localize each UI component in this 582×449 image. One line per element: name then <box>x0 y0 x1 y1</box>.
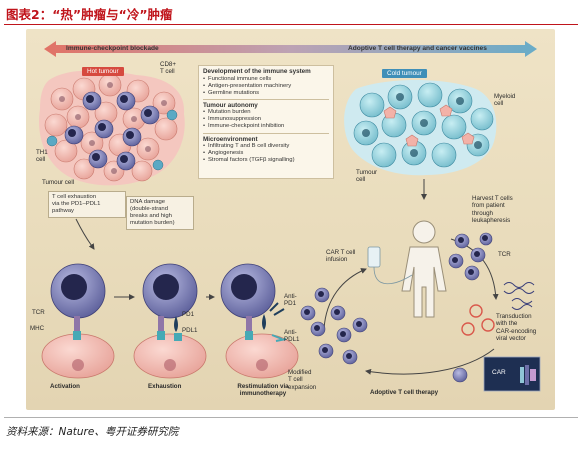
factor-heading: Tumour autonomy <box>203 101 258 109</box>
cd8-t-cell-label: CD8+ T cell <box>160 61 176 76</box>
cold-tumour-cell-label: Tumour cell <box>356 169 378 184</box>
tumour-factors-box: Development of the immune system Functio… <box>198 65 334 179</box>
factor-heading: Development of the immune system <box>203 68 311 75</box>
viral-vector-dna <box>503 282 535 310</box>
dna-damage-callout: DNA damage (double-strand breaks and hig… <box>126 196 194 230</box>
anti-pd1-label: Anti- PD1 <box>284 293 297 308</box>
title-divider <box>4 24 578 25</box>
factor-item: Antigen-presentation machinery <box>203 83 329 90</box>
factor-section: Tumour autonomy Mutation burden Immunosu… <box>203 102 329 134</box>
transduction-label: Transduction with the CAR-encoding viral… <box>496 313 537 342</box>
source-note: 资料来源：Nature、粤开证券研究院 <box>6 426 179 438</box>
stage-activation <box>41 263 115 379</box>
factor-item: Mutation burden <box>203 109 329 116</box>
harvested-t-cells <box>448 232 493 281</box>
exhaustion-label: Exhaustion <box>148 383 182 390</box>
car-construct-inset <box>483 356 541 392</box>
car-t-cells <box>300 287 468 383</box>
activation-label: Activation <box>50 383 80 390</box>
modified-expansion-label: Modified T cell expansion <box>288 369 317 391</box>
factor-item: Immunosuppression <box>203 116 329 123</box>
factor-item: Functional immune cells <box>203 76 329 83</box>
harvest-label: Harvest T cells from patient through leu… <box>472 195 513 224</box>
factor-section: Microenvironment Infiltrating T and B ce… <box>203 136 329 167</box>
tcr-act-label: TCR <box>498 251 511 258</box>
stage-restimulation <box>220 263 299 379</box>
car-label: CAR <box>492 369 506 376</box>
factor-item: Stromal factors (TGFβ signalling) <box>203 157 329 164</box>
factor-item: Immune-checkpoint inhibition <box>203 123 329 130</box>
patient-silhouette <box>401 220 447 318</box>
iv-bag <box>367 246 413 285</box>
pd1-label: PD1 <box>182 311 195 318</box>
factor-section: Development of the immune system Functio… <box>203 68 329 100</box>
exhaustion-callout: T cell exhaustion via the PD1–PDL1 pathw… <box>48 191 126 218</box>
cold-tumour-mass <box>344 80 497 176</box>
diagram-panel: Immune-checkpoint blockade Adoptive T ce… <box>26 29 555 410</box>
hot-tumour-tag: Hot tumour <box>82 67 124 76</box>
anti-pdl1-label: Anti- PDL1 <box>284 329 300 344</box>
gradient-arrow <box>44 41 537 57</box>
factor-heading: Microenvironment <box>203 135 258 143</box>
myeloid-cell-label: Myeloid cell <box>494 93 516 108</box>
source-divider <box>4 417 578 418</box>
adoptive-therapy-label: Adoptive T cell therapy and cancer vacci… <box>348 45 487 52</box>
figure-title: 图表2：“热”肿瘤与“冷”肿瘤 <box>6 7 173 22</box>
factor-item: Germline mutations <box>203 90 329 97</box>
tumour-cell-label: Tumour cell <box>42 179 75 186</box>
tcr-label: TCR <box>32 309 45 316</box>
cold-tumour-tag: Cold tumour <box>382 69 427 78</box>
restimulation-label: Restimulation via immunotherapy <box>237 383 289 398</box>
checkpoint-blockade-label: Immune-checkpoint blockade <box>66 45 159 52</box>
stage-exhaustion <box>133 263 207 379</box>
viral-vector-rings <box>461 304 495 336</box>
pdl1-label: PDL1 <box>182 327 198 334</box>
car-infusion-label: CAR T cell infusion <box>326 249 356 264</box>
th1-cell-label: TH1 cell <box>36 149 48 164</box>
adoptive-therapy-title: Adoptive T cell therapy <box>370 389 439 396</box>
diagram-artwork <box>39 41 541 392</box>
hot-tumour-mass <box>39 70 185 186</box>
mhc-label: MHC <box>30 325 45 332</box>
factor-item: Angiogenesis <box>203 150 329 157</box>
factor-item: Infiltrating T and B cell diversity <box>203 143 329 150</box>
